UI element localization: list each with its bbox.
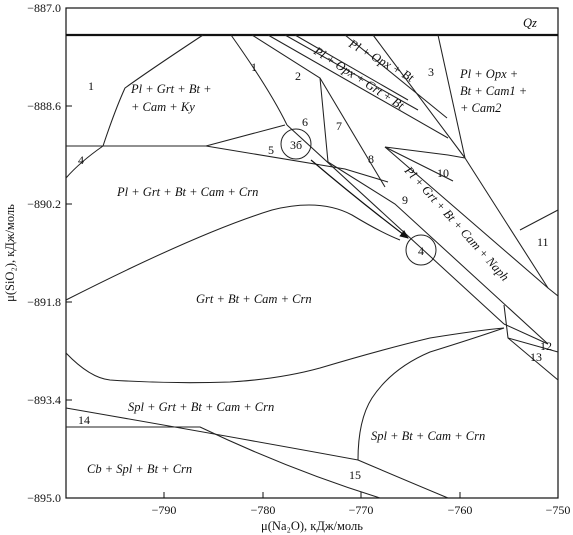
- y-tick-label: −891.8: [27, 295, 61, 309]
- x-axis-ticks: [163, 492, 461, 498]
- y-tick-label: −888.6: [27, 99, 61, 113]
- field-number: 12: [540, 339, 552, 353]
- field-number: 7: [336, 119, 342, 133]
- x-tick-label: −750: [546, 503, 571, 517]
- y-tick-label: −887.0: [27, 1, 61, 15]
- field-pl-opx-bt-cam1-cam2-line2: Bt + Cam1 +: [460, 84, 527, 98]
- y-axis-ticks: [66, 7, 72, 499]
- y-tick-label: −890.2: [27, 197, 61, 211]
- field-number: 13: [530, 350, 542, 364]
- field-number: 5: [268, 143, 274, 157]
- field-number: 1: [88, 79, 94, 93]
- x-axis-title: μ(Na₂O), кДж/моль: [261, 519, 363, 533]
- field-number: 4: [78, 153, 84, 167]
- y-tick-label: −895.0: [27, 491, 61, 505]
- point-3b-label: 3б: [290, 138, 302, 152]
- x-tick-label: −790: [152, 503, 177, 517]
- field-number: 14: [78, 413, 90, 427]
- field-pl-grt-bt-cam-crn: Pl + Grt + Bt + Cam + Crn: [116, 185, 258, 199]
- point-4-circle: [405, 234, 437, 266]
- x-tick-label: −770: [349, 503, 374, 517]
- field-grt-bt-cam-crn: Grt + Bt + Cam + Crn: [196, 292, 312, 306]
- path-arrow: [310, 159, 409, 239]
- field-number: 3: [428, 65, 434, 79]
- field-spl-grt-bt-cam-crn: Spl + Grt + Bt + Cam + Crn: [128, 400, 274, 414]
- field-number: 15: [349, 468, 361, 482]
- field-pl-grt-bt-cam-naph: Pl + Grt + Bt + Cam + Naph: [401, 163, 512, 284]
- field-pl-grt-bt-cam-ky-line1: Pl + Grt + Bt +: [130, 82, 212, 96]
- plot-frame: [65, 7, 559, 499]
- x-tick-label: −780: [251, 503, 276, 517]
- field-number: 9: [402, 193, 408, 207]
- field-number: 10: [437, 166, 449, 180]
- y-axis-title: μ(SiO₂), кДж/моль: [3, 204, 17, 302]
- field-number: 6: [302, 115, 308, 129]
- field-number: 2: [295, 69, 301, 83]
- point-3b-circle: [280, 128, 312, 160]
- field-pl-opx-bt-cam1-cam2-line3: + Cam2: [460, 101, 501, 115]
- field-spl-bt-cam-crn: Spl + Bt + Cam + Crn: [371, 429, 485, 443]
- field-number: 11: [537, 235, 549, 249]
- field-qz: Qz: [523, 16, 537, 30]
- x-tick-label: −760: [448, 503, 473, 517]
- point-4-label: 4: [418, 244, 424, 258]
- field-pl-grt-bt-cam-ky-line2: + Cam + Ky: [131, 100, 195, 114]
- field-cb-spl-bt-crn: Cb + Spl + Bt + Crn: [87, 462, 192, 476]
- field-number: 1: [251, 60, 257, 74]
- field-pl-opx-bt-cam1-cam2-line1: Pl + Opx +: [459, 67, 518, 81]
- field-boundaries: [65, 33, 559, 499]
- field-number: 8: [368, 152, 374, 166]
- y-tick-label: −893.4: [27, 393, 61, 407]
